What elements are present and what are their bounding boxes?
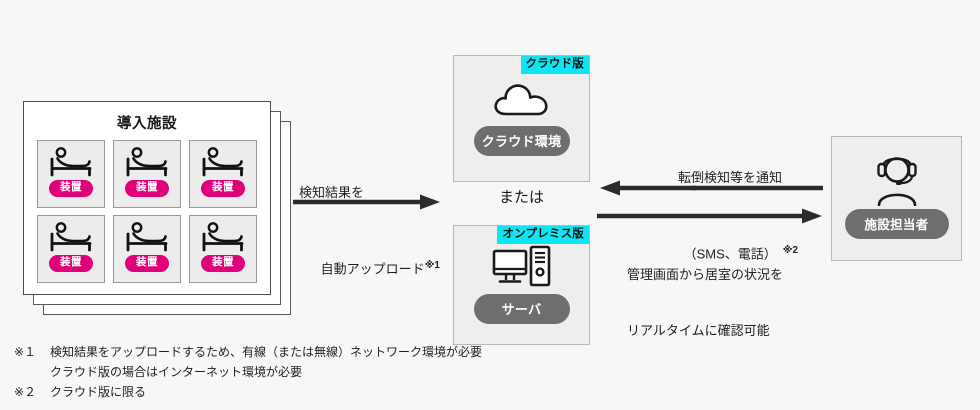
upload-arrow	[293, 194, 440, 210]
notify-arrow-note: ※2	[782, 245, 799, 257]
device-badge: 装置	[125, 255, 169, 272]
footnote-mark: ※１	[14, 345, 37, 359]
upload-arrow-label-line2: 自動アップロード	[320, 261, 425, 277]
monitor-arrow	[597, 208, 822, 224]
footnote-row: ※２ クラウド版に限る	[14, 383, 482, 403]
bed-cell[interactable]: 装置	[189, 215, 257, 283]
bed-grid: 装置 装置	[24, 140, 270, 283]
notify-arrow-label-line1: 転倒検知等を通知	[677, 169, 782, 185]
bed-person-icon	[48, 222, 94, 252]
bed-cell[interactable]: 装置	[37, 215, 105, 283]
or-separator-text: または	[498, 189, 544, 206]
footnote-row: ※１ 検知結果をアップロードするため、有線（または無線）ネットワーク環境が必要	[14, 343, 482, 363]
bed-cell[interactable]: 装置	[113, 140, 181, 208]
upload-arrow-note: ※1	[424, 260, 440, 272]
bed-person-icon	[124, 222, 170, 252]
cloud-icon	[454, 56, 589, 126]
bed-person-icon	[48, 147, 94, 177]
device-badge: 装置	[201, 255, 245, 272]
server-desktop-icon	[454, 226, 589, 294]
facility-staff-pill: 施設担当者	[844, 209, 949, 239]
device-badge: 装置	[49, 255, 93, 272]
facility-staff-box[interactable]: 施設担当者	[831, 136, 962, 261]
server-pill: サーバ	[473, 294, 570, 324]
footnotes: ※１ 検知結果をアップロードするため、有線（または無線）ネットワーク環境が必要 …	[14, 343, 482, 402]
upload-arrow-label-line1: 検知結果を	[299, 184, 365, 200]
device-badge: 装置	[125, 180, 169, 197]
device-badge: 装置	[201, 180, 245, 197]
notify-arrow	[600, 180, 823, 196]
bed-person-icon	[124, 147, 170, 177]
facility-card: 導入施設 装置	[23, 101, 271, 295]
bed-person-icon	[200, 147, 246, 177]
onpremise-version-tag: オンプレミス版	[497, 226, 589, 245]
footnote-mark: ※２	[14, 384, 37, 399]
monitor-arrow-label: 管理画面から居室の状況を リアルタイムに確認可能	[627, 228, 783, 379]
cloud-environment-box[interactable]: クラウド版 クラウド環境	[453, 55, 590, 182]
notify-arrow-label: 転倒検知等を通知 （SMS、電話） ※2	[635, 131, 825, 321]
facility-title: 導入施設	[117, 116, 177, 132]
upload-arrow-label: 検知結果を 自動アップロード※1	[299, 146, 440, 336]
footnote-text: 検知結果をアップロードするため、有線（または無線）ネットワーク環境が必要	[50, 345, 483, 359]
monitor-arrow-label-line1: 管理画面から居室の状況を	[627, 266, 784, 282]
bed-cell[interactable]: 装置	[189, 140, 257, 208]
cloud-version-tag: クラウド版	[520, 56, 589, 75]
bed-person-icon	[200, 222, 246, 252]
bed-cell[interactable]: 装置	[113, 215, 181, 283]
onpremise-environment-box[interactable]: オンプレミス版 サーバ	[453, 225, 590, 345]
device-badge: 装置	[49, 180, 93, 197]
notify-arrow-label-line2: （SMS、電話）	[683, 246, 777, 262]
footnote-text-continued: クラウド版の場合はインターネット環境が必要	[50, 364, 303, 379]
bed-cell[interactable]: 装置	[37, 140, 105, 208]
cloud-environment-pill: クラウド環境	[473, 126, 570, 156]
headset-operator-icon	[832, 137, 961, 209]
footnote-text: クラウド版に限る	[50, 384, 147, 399]
monitor-arrow-label-line2: リアルタイムに確認可能	[627, 323, 770, 339]
